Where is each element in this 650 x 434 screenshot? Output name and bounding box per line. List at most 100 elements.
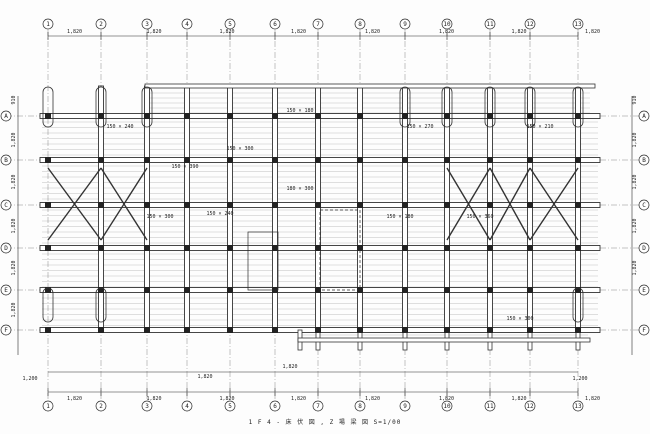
- grid-bubble-left: [0, 154, 12, 166]
- grid-label: 13: [574, 403, 582, 410]
- dimension-text-bottom: 1,820: [511, 396, 526, 402]
- grid-label: E: [4, 287, 8, 294]
- post-marker: [227, 327, 233, 333]
- dimension-text-top: 1,820: [146, 29, 161, 35]
- post-marker: [487, 327, 493, 333]
- post-marker: [487, 113, 493, 119]
- grid-label: 9: [403, 403, 407, 410]
- grid-bubble-bottom: [181, 400, 193, 412]
- beam-label: 150 × 390: [171, 164, 198, 170]
- grid-label: A: [4, 113, 8, 120]
- post-marker: [184, 202, 190, 208]
- post-marker: [184, 245, 190, 251]
- grid-label: B: [642, 157, 646, 164]
- grid-bubble-left: [0, 242, 12, 254]
- grid-bubble-bottom: [269, 400, 281, 412]
- beam-label: 180 × 300: [286, 186, 313, 192]
- grid-bubble-bottom: [399, 400, 411, 412]
- post-marker: [487, 157, 493, 163]
- post-marker: [315, 287, 321, 293]
- dimension-text-right: 910: [632, 95, 638, 104]
- grid-label: 9: [403, 21, 407, 28]
- stair-opening: [247, 231, 279, 291]
- post-marker: [144, 287, 150, 293]
- post-marker: [315, 245, 321, 251]
- post-marker: [315, 202, 321, 208]
- grid-label: D: [642, 245, 646, 252]
- grid-bubble-right: [638, 154, 650, 166]
- grid-bubble-bottom: [354, 400, 366, 412]
- drawing-title: 1 F 4 - 床 伏 図 , Z 場 梁 図 S=1/00: [249, 418, 402, 426]
- grid-bubble-right: [638, 199, 650, 211]
- beam-label: 150 × 240: [206, 211, 233, 217]
- post-marker: [272, 157, 278, 163]
- grid-bubble-bottom: [42, 400, 54, 412]
- outrigger-timber: [572, 86, 584, 128]
- post-marker: [98, 157, 104, 163]
- grid-bubble-top: [484, 18, 496, 30]
- outrigger-timber: [484, 86, 496, 128]
- post-marker: [402, 287, 408, 293]
- post-marker: [98, 113, 104, 119]
- diagonal-brace: [446, 167, 491, 241]
- dimension-text-left: 910: [11, 95, 17, 104]
- dimension-text-bottom: 1,820: [146, 396, 161, 402]
- grid-label: 12: [526, 21, 534, 28]
- beam-label: 150 × 300: [146, 214, 173, 220]
- post-marker: [144, 202, 150, 208]
- beam-label: 150 × 360: [466, 214, 493, 220]
- post-marker: [357, 202, 363, 208]
- grid-bubble-top: [181, 18, 193, 30]
- beam-extension: [297, 337, 591, 343]
- grid-bubble-top: [141, 18, 153, 30]
- outrigger-timber: [95, 86, 107, 128]
- grid-bubble-bottom: [484, 400, 496, 412]
- post-marker: [402, 157, 408, 163]
- post-marker: [98, 202, 104, 208]
- post-marker: [184, 287, 190, 293]
- post-marker: [227, 157, 233, 163]
- post-marker: [315, 327, 321, 333]
- dimension-text-top: 1,820: [67, 29, 82, 35]
- post-marker: [227, 245, 233, 251]
- dimension-text-left: 1,820: [11, 218, 17, 233]
- post-marker: [45, 202, 51, 208]
- post-marker: [487, 202, 493, 208]
- post-marker: [98, 287, 104, 293]
- post-marker: [444, 287, 450, 293]
- grid-bubble-bottom: [312, 400, 324, 412]
- post-marker: [272, 245, 278, 251]
- post-marker: [98, 327, 104, 333]
- post-marker: [272, 327, 278, 333]
- beam-label: 150 × 300: [506, 316, 533, 322]
- post-marker: [575, 327, 581, 333]
- post-marker: [444, 245, 450, 251]
- post-marker: [527, 245, 533, 251]
- grid-bubble-right: [638, 110, 650, 122]
- post-marker: [45, 287, 51, 293]
- dimension-text-left: 1,820: [11, 260, 17, 275]
- grid-label: F: [642, 327, 646, 334]
- post-marker: [575, 287, 581, 293]
- post-marker: [144, 157, 150, 163]
- dimension-text-top: 1,820: [439, 29, 454, 35]
- grid-bubble-left: [0, 110, 12, 122]
- post-marker: [575, 157, 581, 163]
- grid-bubble-left: [0, 199, 12, 211]
- dimension-text-bottom: 1,820: [219, 396, 234, 402]
- post-marker: [272, 113, 278, 119]
- grid-label: 1: [46, 21, 50, 28]
- grid-label: 4: [185, 21, 189, 28]
- dimension-text-bottom-inner: 1,200: [572, 376, 587, 382]
- grid-bubble-top: [524, 18, 536, 30]
- post-marker: [402, 113, 408, 119]
- post-marker: [144, 327, 150, 333]
- grid-bubble-bottom: [141, 400, 153, 412]
- post-marker: [487, 287, 493, 293]
- grid-label: 11: [486, 403, 494, 410]
- beam-label: 150 × 240: [106, 124, 133, 130]
- grid-label: D: [4, 245, 8, 252]
- outrigger-timber: [42, 287, 54, 323]
- post-marker: [402, 245, 408, 251]
